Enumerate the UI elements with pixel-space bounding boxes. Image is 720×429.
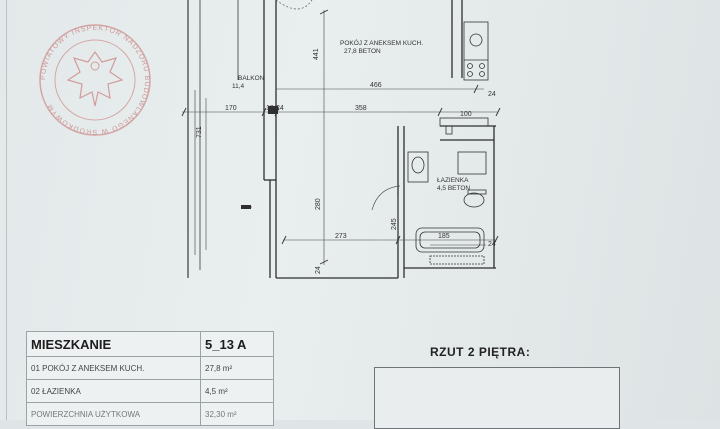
dim-466: 466 bbox=[370, 82, 382, 89]
dim-245: 245 bbox=[391, 218, 398, 230]
sheet-edge bbox=[6, 0, 7, 420]
floor-plan-title: RZUT 2 PIĘTRA: bbox=[430, 345, 531, 359]
dim-280: 280 bbox=[315, 198, 322, 210]
room-bathroom-area: 4,5 BETON bbox=[437, 185, 470, 192]
bathtub-icon bbox=[415, 227, 485, 253]
dim-441: 441 bbox=[313, 48, 320, 60]
room-label: POWIERZCHNIA UŻYTKOWA bbox=[26, 402, 201, 426]
table-row: POWIERZCHNIA UŻYTKOWA 32,30 m² bbox=[26, 402, 274, 426]
room-label: 01 POKÓJ Z ANEKSEM KUCH. bbox=[26, 356, 201, 380]
room-area: 4,5 m² bbox=[200, 379, 274, 403]
dim-100: 100 bbox=[460, 111, 472, 118]
apartment-table: MIESZKANIE 5_13 A 01 POKÓJ Z ANEKSEM KUC… bbox=[26, 331, 274, 426]
room-living-name: POKÓJ Z ANEKSEM KUCH. bbox=[340, 38, 423, 47]
room-balcony-name: BALKON bbox=[238, 75, 265, 82]
dim-24-c: 24 bbox=[488, 241, 496, 248]
room-balcony-area: 11,4 bbox=[232, 83, 245, 90]
room-area: 27,8 m² bbox=[200, 356, 274, 380]
official-stamp: POWIATOWY INSPEKTOR NADZORU BUDOWLANEGO … bbox=[39, 24, 151, 137]
bathroom-fixtures bbox=[407, 151, 487, 265]
dim-24-d: 24 bbox=[315, 266, 322, 274]
room-living-area: 27,8 BETON bbox=[344, 48, 381, 55]
kitchen-fixtures bbox=[439, 21, 489, 135]
dim-731: 731 bbox=[196, 126, 203, 138]
toilet-icon bbox=[463, 192, 485, 208]
table-row: 02 ŁAZIENKA 4,5 m² bbox=[26, 379, 274, 403]
dim-24-b: 24 bbox=[276, 105, 284, 112]
dim-170: 170 bbox=[225, 105, 237, 112]
dim-24-a: 24 bbox=[488, 91, 496, 98]
eagle-emblem-icon bbox=[66, 50, 124, 107]
dim-18: 18 bbox=[266, 105, 274, 112]
room-label: 02 ŁAZIENKA bbox=[26, 379, 201, 403]
apartment-title: MIESZKANIE bbox=[26, 331, 201, 357]
floor-plan-drawing: POWIATOWY INSPEKTOR NADZORU BUDOWLANEGO … bbox=[39, 0, 580, 420]
sink-icon bbox=[469, 33, 483, 47]
washbasin-icon bbox=[411, 156, 425, 174]
apartment-table-header: MIESZKANIE 5_13 A bbox=[26, 331, 274, 357]
table-row: 01 POKÓJ Z ANEKSEM KUCH. 27,8 m² bbox=[26, 356, 274, 380]
apartment-code: 5_13 A bbox=[200, 331, 274, 357]
dim-185: 185 bbox=[438, 233, 450, 240]
stove-icon bbox=[467, 63, 473, 69]
dim-273: 273 bbox=[335, 233, 347, 240]
dim-358: 358 bbox=[355, 105, 367, 112]
room-area: 32,30 m² bbox=[200, 402, 274, 426]
room-bathroom-name: ŁAZIENKA bbox=[437, 177, 469, 184]
